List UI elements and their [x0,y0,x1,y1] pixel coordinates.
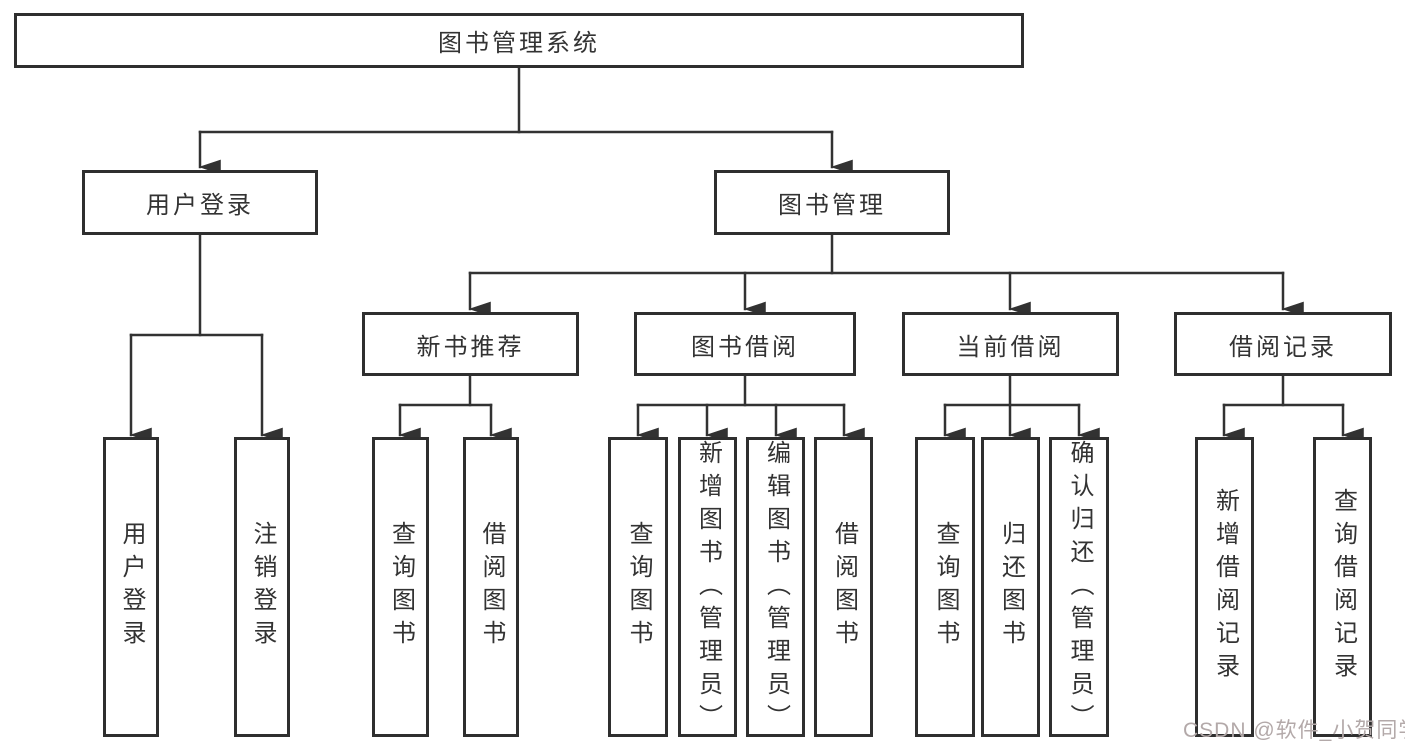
leaf-label: 注销登录 [249,521,276,653]
leaf-label: 查询图书 [625,521,652,653]
node-borrow-records-label: 借阅记录 [1229,333,1337,361]
leaf-label: 借阅图书 [478,521,505,653]
node-user-login-label: 用户登录 [146,192,254,219]
node-book-management-label: 图书管理 [778,192,886,219]
leaf-label: 新增图书（管理员） [694,440,722,737]
leaf-return-books: 归还图书 [981,437,1040,737]
leaf-label: 查询图书 [932,521,959,653]
node-borrow-records: 借阅记录 [1174,312,1392,376]
leaf-label: 借阅图书 [830,521,858,653]
node-user-login: 用户登录 [82,170,318,235]
leaf-add-borrow-record: 新增借阅记录 [1195,437,1254,737]
leaf-label: 查询借阅记录 [1329,488,1357,686]
leaf-label: 归还图书 [997,521,1025,653]
csdn-watermark: CSDN @软件_小贺同学 [1183,719,1405,742]
node-new-book-recommend-label: 新书推荐 [416,333,525,361]
node-book-management: 图书管理 [714,170,950,235]
leaf-user-login: 用户登录 [103,437,159,737]
node-book-borrow: 图书借阅 [634,312,856,376]
leaf-borrow-books-recommend: 借阅图书 [463,437,519,737]
leaf-query-borrow-record: 查询借阅记录 [1313,437,1372,737]
node-current-borrow-label: 当前借阅 [956,333,1065,361]
leaf-label: 查询图书 [387,521,415,653]
leaf-query-books-recommend: 查询图书 [372,437,429,737]
leaf-label: 用户登录 [118,521,145,653]
node-book-borrow-label: 图书借阅 [691,333,799,361]
leaf-label: 新增借阅记录 [1211,488,1239,686]
leaf-logout: 注销登录 [234,437,290,737]
leaf-label: 确认归还（管理员） [1066,440,1093,737]
leaf-label: 编辑图书（管理员） [762,440,790,737]
node-root: 图书管理系统 [14,13,1024,68]
leaf-edit-books-admin: 编辑图书（管理员） [746,437,805,737]
node-root-label: 图书管理系统 [438,30,600,57]
leaf-add-books-admin: 新增图书（管理员） [678,437,737,737]
node-new-book-recommend: 新书推荐 [362,312,579,376]
leaf-confirm-return-admin: 确认归还（管理员） [1049,437,1109,737]
leaf-borrow-books: 借阅图书 [814,437,873,737]
node-current-borrow: 当前借阅 [902,312,1119,376]
leaf-query-books-borrow: 查询图书 [608,437,668,737]
leaf-query-books-current: 查询图书 [915,437,975,737]
